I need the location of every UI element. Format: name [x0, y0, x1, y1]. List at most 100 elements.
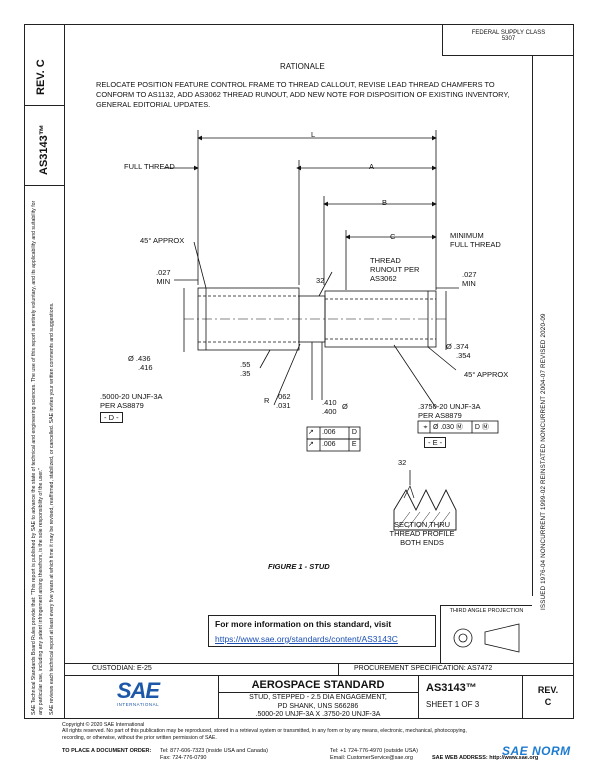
label-A: A — [369, 162, 375, 171]
position-tolerance: Ø .030 Ⓜ — [432, 424, 463, 431]
fcf-runout-1: ↗ .006 D — [308, 429, 357, 436]
label-section: SECTION THRU THREAD PROFILE BOTH ENDS — [382, 520, 462, 547]
dia-436: Ø .436 — [128, 354, 151, 363]
label-dia-374: Ø .374 .354 — [446, 342, 471, 360]
desc-line-2: PD SHANK, UNS S66286 — [277, 702, 359, 710]
sae-logo-sub: INTERNATIONAL — [116, 702, 160, 707]
fcf2-datum: E — [351, 441, 357, 448]
fcf-position: ⌖ Ø .030 Ⓜ D Ⓜ — [420, 422, 489, 432]
standard-link[interactable]: https://www.sae.org/standards/content/AS… — [215, 634, 398, 644]
footer-rights: All rights reserved. No part of this pub… — [62, 728, 467, 735]
label-062-031: .062 .031 — [276, 392, 291, 410]
label-thread-left: .5000-20 UNJF-3A PER AS8879 - D - — [100, 392, 163, 423]
title-description: STUD, STEPPED - 2.5 DIA ENGAGEMENT, PD S… — [218, 694, 418, 720]
fcf1-datum: D — [351, 429, 357, 436]
dia-354: .354 — [456, 351, 471, 360]
rationale-body: RELOCATE POSITION FEATURE CONTROL FRAME … — [96, 80, 510, 109]
dim-400: .400 — [322, 407, 337, 416]
label-dia-436: Ø .436 .416 — [128, 354, 153, 372]
thread-right-spec: .3750-20 UNJF-3A — [418, 402, 481, 411]
label-027-left: .027 MIN — [156, 268, 171, 286]
drawing-frame — [64, 24, 574, 719]
section-text-3: BOTH ENDS — [400, 538, 444, 547]
thread-runout-3: AS3062 — [370, 274, 397, 283]
sae-logo: SAE INTERNATIONAL — [106, 680, 170, 716]
rationale-title: RATIONALE — [280, 62, 325, 71]
label-angle-32: 32 — [316, 276, 325, 285]
dia-416: .416 — [138, 363, 153, 372]
footer: Copyright © 2020 SAE International All r… — [62, 722, 562, 741]
minimum-text: MINIMUM — [450, 231, 484, 240]
dim-410: .410 — [322, 398, 337, 407]
fcf1-tolerance: .006 — [321, 429, 336, 436]
label-45-approx-top: 45° APPROX — [140, 236, 185, 245]
dim-027-right: .027 — [462, 270, 477, 279]
tb-rev-label: REV. — [537, 685, 559, 695]
order-web: SAE WEB ADDRESS: http://www.sae.org — [432, 755, 539, 761]
thread-left-spec: .5000-20 UNJF-3A — [100, 392, 163, 401]
datum-E-box: - E - — [424, 437, 447, 448]
label-section-angle: 32 — [398, 458, 407, 467]
label-R: R — [264, 396, 270, 405]
position-datum: D Ⓜ — [474, 424, 489, 431]
label-minimum: MINIMUM FULL THREAD — [450, 231, 501, 249]
min-right: MIN — [462, 279, 476, 288]
footer-copyright: Copyright © 2020 SAE International — [62, 722, 145, 728]
dim-027-left: .027 — [156, 268, 171, 277]
revision-history: ISSUED 1976-04 NONCURRENT 1999-02 REINST… — [540, 313, 547, 610]
title-aerospace-standard: AEROSPACE STANDARD — [251, 679, 385, 691]
label-thread-runout: THREAD RUNOUT PER AS3062 — [370, 256, 419, 283]
label-full-thread: FULL THREAD — [124, 162, 175, 171]
full-thread-text: FULL THREAD — [450, 240, 501, 249]
left-title-column: REV. C AS3143™ SAE Technical Standards B… — [24, 24, 65, 719]
label-thread-right: .3750-20 UNJF-3A PER AS8879 — [418, 402, 481, 420]
dim-55: .55 — [240, 360, 251, 369]
desc-line-3: .5000-20 UNJF-3A X .3750-20 UNJF-3A — [255, 711, 381, 718]
thread-left-per: PER AS8879 — [100, 401, 144, 410]
order-fax: Fax: 724-776-0790 — [160, 755, 207, 761]
projection-symbol — [453, 623, 520, 653]
order-email: Email: CustomerService@sae.org — [330, 755, 413, 761]
order-tel1: Tel: 877-606-7323 (inside USA and Canada… — [160, 748, 268, 754]
procurement-spec: PROCUREMENT SPECIFICATION: AS7472 — [354, 665, 493, 672]
position-symbol: ⌖ — [423, 424, 428, 431]
rev-value: C — [35, 59, 47, 68]
fcf-runout-2: ↗ .006 E — [308, 441, 357, 448]
label-L: L — [311, 130, 316, 139]
thread-profile-section — [393, 488, 457, 531]
title-block — [64, 663, 574, 719]
label-027-right: .027 MIN — [462, 270, 477, 288]
order-label: TO PLACE A DOCUMENT ORDER: — [62, 748, 152, 754]
dim-35: .35 — [240, 369, 251, 378]
disclaimer-text-2: SAE reviews each technical report at lea… — [49, 302, 55, 716]
order-tel2: Tel: +1 724-776-4970 (outside USA) — [330, 748, 418, 754]
label-B: B — [382, 198, 388, 207]
federal-class-value: 5307 — [501, 36, 516, 42]
sae-logo-text: SAE — [116, 678, 160, 703]
tb-sheet: SHEET 1 OF 3 — [426, 700, 480, 709]
disclaimer-text: SAE Technical Standards Board Rules prov… — [31, 200, 44, 715]
projection-label: THIRD ANGLE PROJECTION — [449, 608, 524, 614]
thread-runout-2: RUNOUT PER — [370, 265, 420, 274]
section-text-1: SECTION THRU — [393, 520, 451, 529]
info-box-text: For more information on this standard, v… — [215, 619, 392, 629]
sae-norm-watermark: SAE NORM — [502, 744, 571, 758]
federal-class-box: FEDERAL SUPPLY CLASS 5307 — [442, 24, 574, 56]
tb-rev-value: C — [544, 697, 552, 707]
footer-rights-2: recording, or otherwise, without the pri… — [62, 734, 217, 741]
rev-label: REV. — [35, 70, 47, 95]
rev-label-vertical: REV. C — [35, 59, 47, 95]
thread-right-per: PER AS8879 — [418, 411, 462, 420]
thread-runout-1: THREAD — [370, 256, 401, 265]
projection-box: THIRD ANGLE PROJECTION — [440, 605, 532, 663]
label-dia-symbol: Ø — [342, 402, 348, 411]
fcf2-tolerance: .006 — [321, 441, 336, 448]
info-box: For more information on this standard, v… — [208, 615, 436, 647]
dim-031: .031 — [276, 401, 291, 410]
min-left: MIN — [156, 277, 171, 286]
doc-number-vertical: AS3143™ — [38, 124, 50, 175]
desc-line-1: STUD, STEPPED - 2.5 DIA ENGAGEMENT, — [249, 694, 387, 701]
label-55-35: .55 .35 — [240, 360, 250, 378]
tb-doc-number: AS3143™ — [426, 682, 477, 694]
federal-class-label: FEDERAL SUPPLY CLASS — [471, 30, 546, 36]
